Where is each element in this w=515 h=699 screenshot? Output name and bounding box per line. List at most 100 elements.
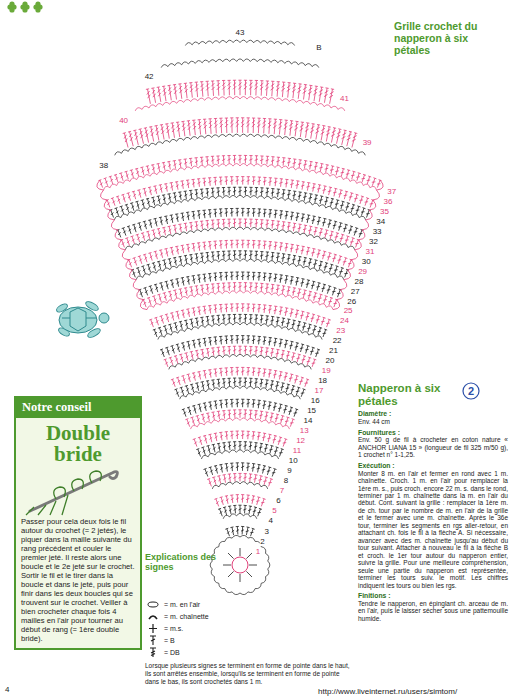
- stitch-row: [104, 164, 377, 191]
- turtle-shell-pattern: [62, 308, 96, 331]
- row-number-holder: 26: [346, 290, 357, 308]
- label-holder: Explications des signes: [145, 552, 223, 573]
- clover-leaf: [35, 7, 40, 12]
- tip-header-band: Notre conseil: [16, 398, 140, 418]
- section-text: Env. 50 g de fil à crocheter en coton na…: [358, 436, 508, 458]
- stitch-row: [138, 272, 341, 297]
- double-treble-symbol: [150, 648, 156, 657]
- stitch-row: [131, 251, 349, 277]
- row-number: 27: [350, 287, 361, 296]
- legend-symbol: [145, 635, 161, 646]
- row-number-holder: 32: [368, 230, 379, 248]
- tip-text: Passer pour cela deux fois le fil autour…: [16, 517, 140, 643]
- legend-item: = m. chaînette: [145, 610, 235, 622]
- single-crochet-symbol: [149, 624, 157, 633]
- slip-stitch-symbol: [149, 616, 157, 619]
- row-number: 9: [286, 466, 292, 475]
- clover-leaf: [9, 1, 14, 6]
- row-number: 31: [364, 247, 375, 256]
- legend-symbol: [145, 623, 161, 634]
- stitch-row: [136, 259, 344, 280]
- center-ring: [232, 557, 248, 573]
- stitch-row: [193, 431, 288, 447]
- row-number-holder: 7: [279, 479, 285, 497]
- title-holder: Grille crochet du napperon à six pétales: [394, 20, 506, 56]
- legend-item: = B: [145, 634, 235, 646]
- yarn-strands: [26, 495, 68, 515]
- row-number: 6: [275, 496, 281, 505]
- stitch-row: [185, 410, 294, 427]
- row-number: 40: [118, 116, 129, 125]
- row-number-holder: 42: [144, 65, 155, 83]
- row-number-holder: 23: [335, 319, 346, 337]
- legend-text: = DB: [164, 649, 180, 656]
- legend-text: = m. chaînette: [164, 613, 209, 620]
- row-number-holder: 19: [321, 359, 332, 377]
- row-number: 39: [362, 138, 373, 147]
- row-number-holder: 29: [357, 260, 368, 278]
- treble-symbol: [150, 636, 156, 645]
- instruction-block: Fournitures :: [358, 429, 508, 437]
- legend-symbol: [145, 647, 161, 658]
- clover-leaf: [9, 7, 14, 12]
- row-number-holder: B: [315, 36, 322, 54]
- row-number: 24: [339, 316, 350, 325]
- foundation-ring: [210, 535, 270, 594]
- stitch-row: [98, 155, 381, 187]
- row-number-holder: 3: [264, 520, 270, 538]
- clover-ornament: [7, 1, 42, 12]
- legend-heading: Explications des signes: [145, 552, 223, 573]
- circle-shape: [463, 383, 479, 399]
- stitch-row: [169, 354, 311, 369]
- stitch-row: [201, 450, 278, 459]
- stitch-row: [218, 505, 262, 516]
- row-number: 23: [335, 326, 346, 335]
- row-number: 17: [313, 386, 324, 395]
- row-number-holder: 43: [235, 21, 246, 39]
- stitch-row: [158, 323, 322, 340]
- tip-box: Notre conseilDouble bridePasser pour cel…: [14, 396, 142, 650]
- row-number: 7: [279, 486, 285, 495]
- legend-text: = m. en l'air: [164, 601, 200, 608]
- row-number: 25: [343, 306, 354, 315]
- instruction-block: Monter 8 m. en l'air et fermer en rond a…: [358, 470, 508, 590]
- row-number-holder: 31: [364, 240, 375, 258]
- page-number: 4: [5, 686, 17, 694]
- row-number-holder: 34: [375, 210, 386, 228]
- legend-item: = m. en l'air: [145, 598, 235, 610]
- tip-header: Notre conseil: [22, 401, 134, 415]
- stitch-row: [171, 367, 309, 386]
- stitch-row: [164, 346, 317, 367]
- row-number-holder: 27: [350, 280, 361, 298]
- row-number-holder: 35: [379, 200, 390, 218]
- row-number-holder: 38: [98, 154, 109, 172]
- section-text: Env. 44 cm: [358, 418, 508, 425]
- row-number-holder: 39: [362, 131, 373, 149]
- row-number: 12: [295, 436, 306, 445]
- stitch-row: [185, 40, 294, 45]
- stitch-row: [191, 418, 290, 429]
- watermark: http://www.liveinternet.ru/users/simtom/: [318, 688, 512, 696]
- row-number: 42: [144, 72, 155, 81]
- section-heading: Finitions :: [358, 592, 508, 600]
- stitch-row: [160, 336, 320, 357]
- label-holder: 4: [5, 686, 17, 694]
- legend-text: = m.s.: [164, 625, 183, 632]
- stitch-row: [127, 240, 352, 267]
- row-number: 2: [259, 537, 265, 546]
- stitch-row: [196, 442, 283, 457]
- row-number-holder: 14: [303, 409, 314, 427]
- instructions-column: Napperon à six pétalesDiamètre :Env. 44 …: [358, 382, 508, 622]
- legend-text: = B: [164, 637, 175, 644]
- row-number: 20: [324, 356, 335, 365]
- label-holder: http://www.liveinternet.ru/users/simtom/: [318, 688, 512, 696]
- row-number: 43: [235, 28, 246, 37]
- legend-symbol: [145, 599, 161, 610]
- row-number-holder: 41: [339, 87, 350, 105]
- stitch-row: [204, 463, 277, 477]
- row-number-holder: 13: [299, 419, 310, 437]
- stitch-row: [142, 283, 338, 308]
- section-heading: Diamètre :: [358, 410, 508, 418]
- stitch-row: [182, 399, 298, 417]
- section-text: Tendre le napperon, en épinglant ch. arc…: [358, 600, 508, 622]
